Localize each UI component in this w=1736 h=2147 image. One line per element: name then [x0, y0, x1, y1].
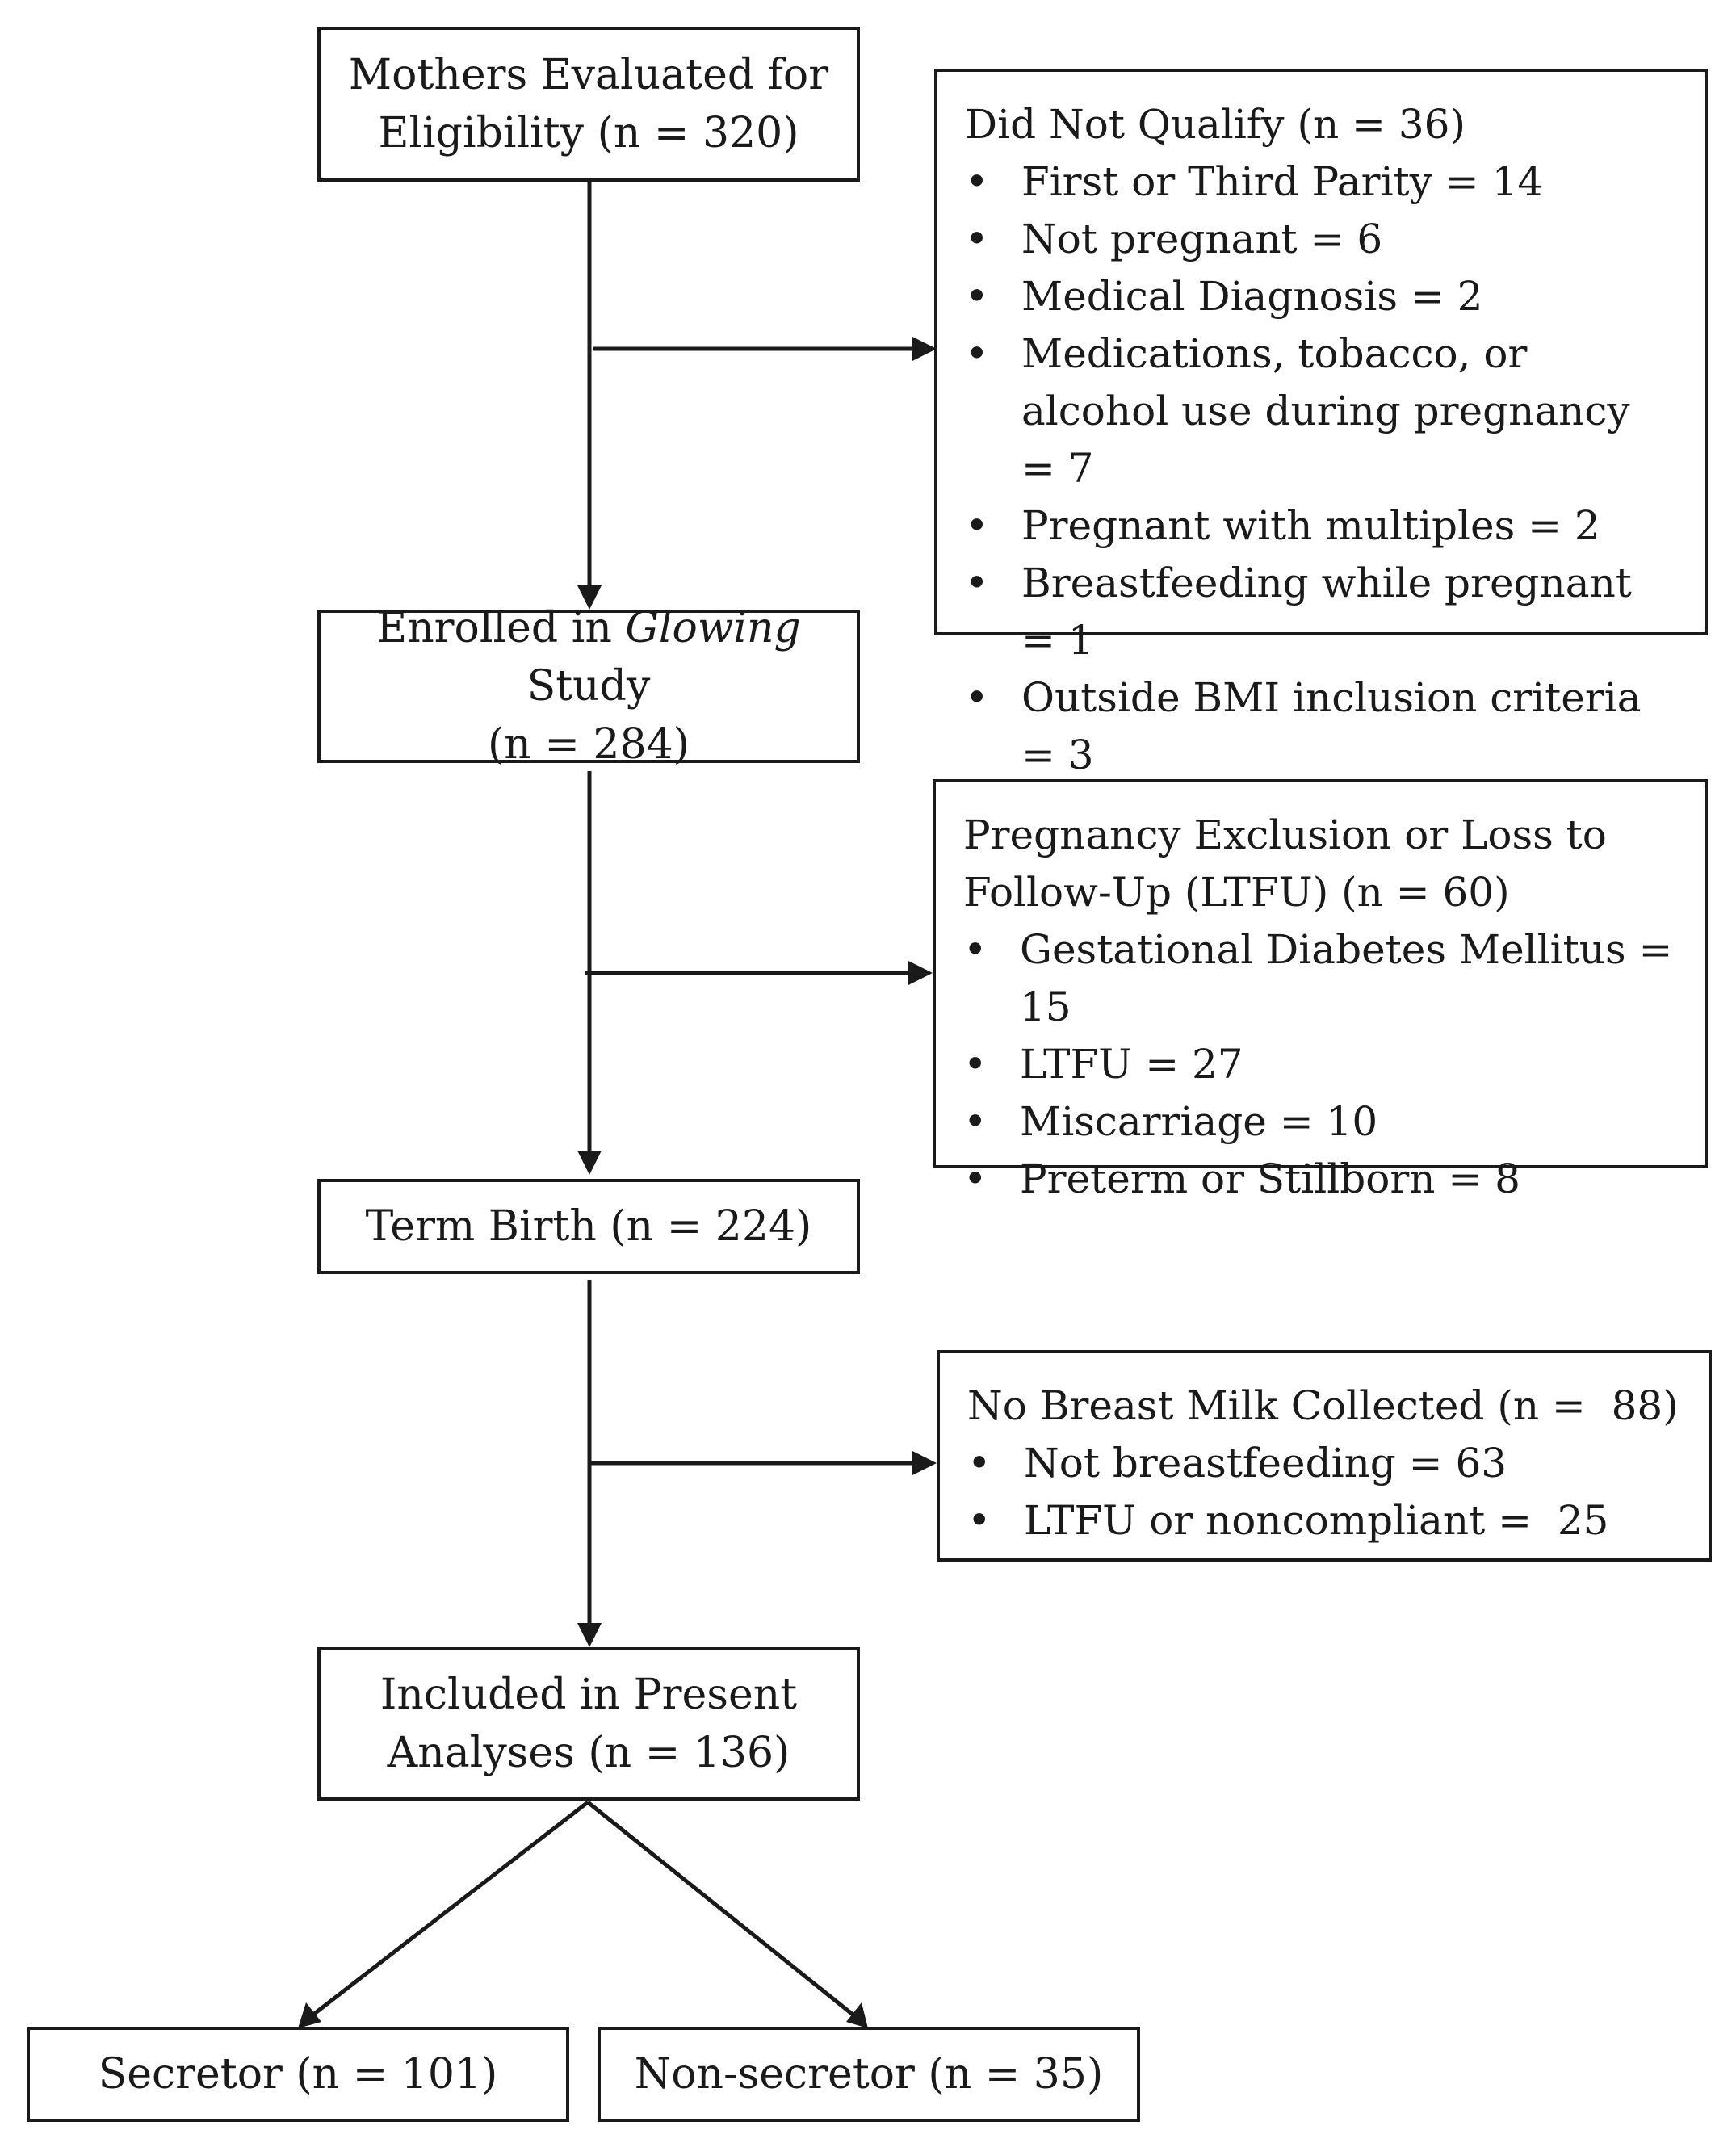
box-secretor: Secretor (n = 101) [27, 2027, 569, 2122]
arrowhead-secretor [298, 2002, 321, 2028]
list-item: Miscarriage = 10 [963, 1093, 1677, 1151]
arrowhead-pregnancy-exclusion [908, 961, 933, 985]
box-term-birth: Term Birth (n = 224) [317, 1179, 860, 1274]
box-evaluated: Mothers Evaluated for Eligibility (n = 3… [317, 27, 860, 182]
box-no-milk: No Breast Milk Collected (n = 88) Not br… [937, 1350, 1712, 1562]
arrow-to-non-secretor [586, 1801, 858, 2019]
no-milk-title: No Breast Milk Collected (n = 88) [967, 1382, 1679, 1429]
evaluated-line2: Eligibility (n = 320) [378, 109, 799, 157]
arrowhead-term [577, 1151, 602, 1175]
list-item: Not pregnant = 6 [965, 211, 1677, 268]
study-name: Glowing [625, 604, 801, 652]
list-item: Gestational Diabetes Mellitus = 15 [963, 921, 1677, 1036]
enrolled-line1: Enrolled in Glowing Study [376, 604, 801, 711]
secretor-text: Secretor (n = 101) [98, 2050, 498, 2099]
did-not-qualify-list: First or Third Parity = 14 Not pregnant … [965, 153, 1677, 784]
box-enrolled: Enrolled in Glowing Study (n = 284) [317, 604, 860, 769]
box-non-secretor: Non-secretor (n = 35) [598, 2027, 1140, 2122]
evaluated-line1: Mothers Evaluated for [348, 51, 829, 99]
box-included: Included in Present Analyses (n = 136) [317, 1647, 860, 1801]
arrowhead-included [577, 1623, 602, 1647]
arrow-to-secretor [308, 1801, 589, 2019]
list-item: Breastfeeding while pregnant = 1 [965, 555, 1677, 669]
list-item: Medications, tobacco, or alcohol use dur… [965, 325, 1677, 497]
term-birth-text: Term Birth (n = 224) [365, 1202, 812, 1251]
included-line1: Included in Present [379, 1671, 798, 1719]
list-item: Pregnant with multiples = 2 [965, 497, 1677, 555]
did-not-qualify-title: Did Not Qualify (n = 36) [965, 101, 1466, 148]
list-item: Outside BMI inclusion criteria = 3 [965, 669, 1677, 784]
list-item: Preterm or Stillborn = 8 [963, 1151, 1677, 1208]
list-item: Medical Diagnosis = 2 [965, 268, 1677, 325]
list-item: LTFU or noncompliant = 25 [967, 1492, 1681, 1549]
list-item: First or Third Parity = 14 [965, 153, 1677, 211]
arrowhead-enrolled [577, 585, 602, 610]
pregnancy-exclusion-title: Pregnancy Exclusion or Loss to Follow-Up… [963, 811, 1607, 916]
arrowhead-no-milk [912, 1451, 937, 1475]
arrowhead-non-secretor [846, 2002, 868, 2028]
enrolled-line2: (n = 284) [488, 720, 690, 769]
box-did-not-qualify: Did Not Qualify (n = 36) First or Third … [934, 69, 1708, 778]
list-item: Not breastfeeding = 63 [967, 1435, 1681, 1492]
included-line2: Analyses (n = 136) [387, 1729, 790, 1777]
arrowhead-did-not-qualify [912, 337, 937, 361]
non-secretor-text: Non-secretor (n = 35) [634, 2050, 1104, 2099]
list-item: LTFU = 27 [963, 1036, 1677, 1093]
no-milk-list: Not breastfeeding = 63 LTFU or noncompli… [967, 1435, 1681, 1549]
pregnancy-exclusion-list: Gestational Diabetes Mellitus = 15 LTFU … [963, 921, 1677, 1208]
box-pregnancy-exclusion: Pregnancy Exclusion or Loss to Follow-Up… [933, 779, 1708, 1208]
